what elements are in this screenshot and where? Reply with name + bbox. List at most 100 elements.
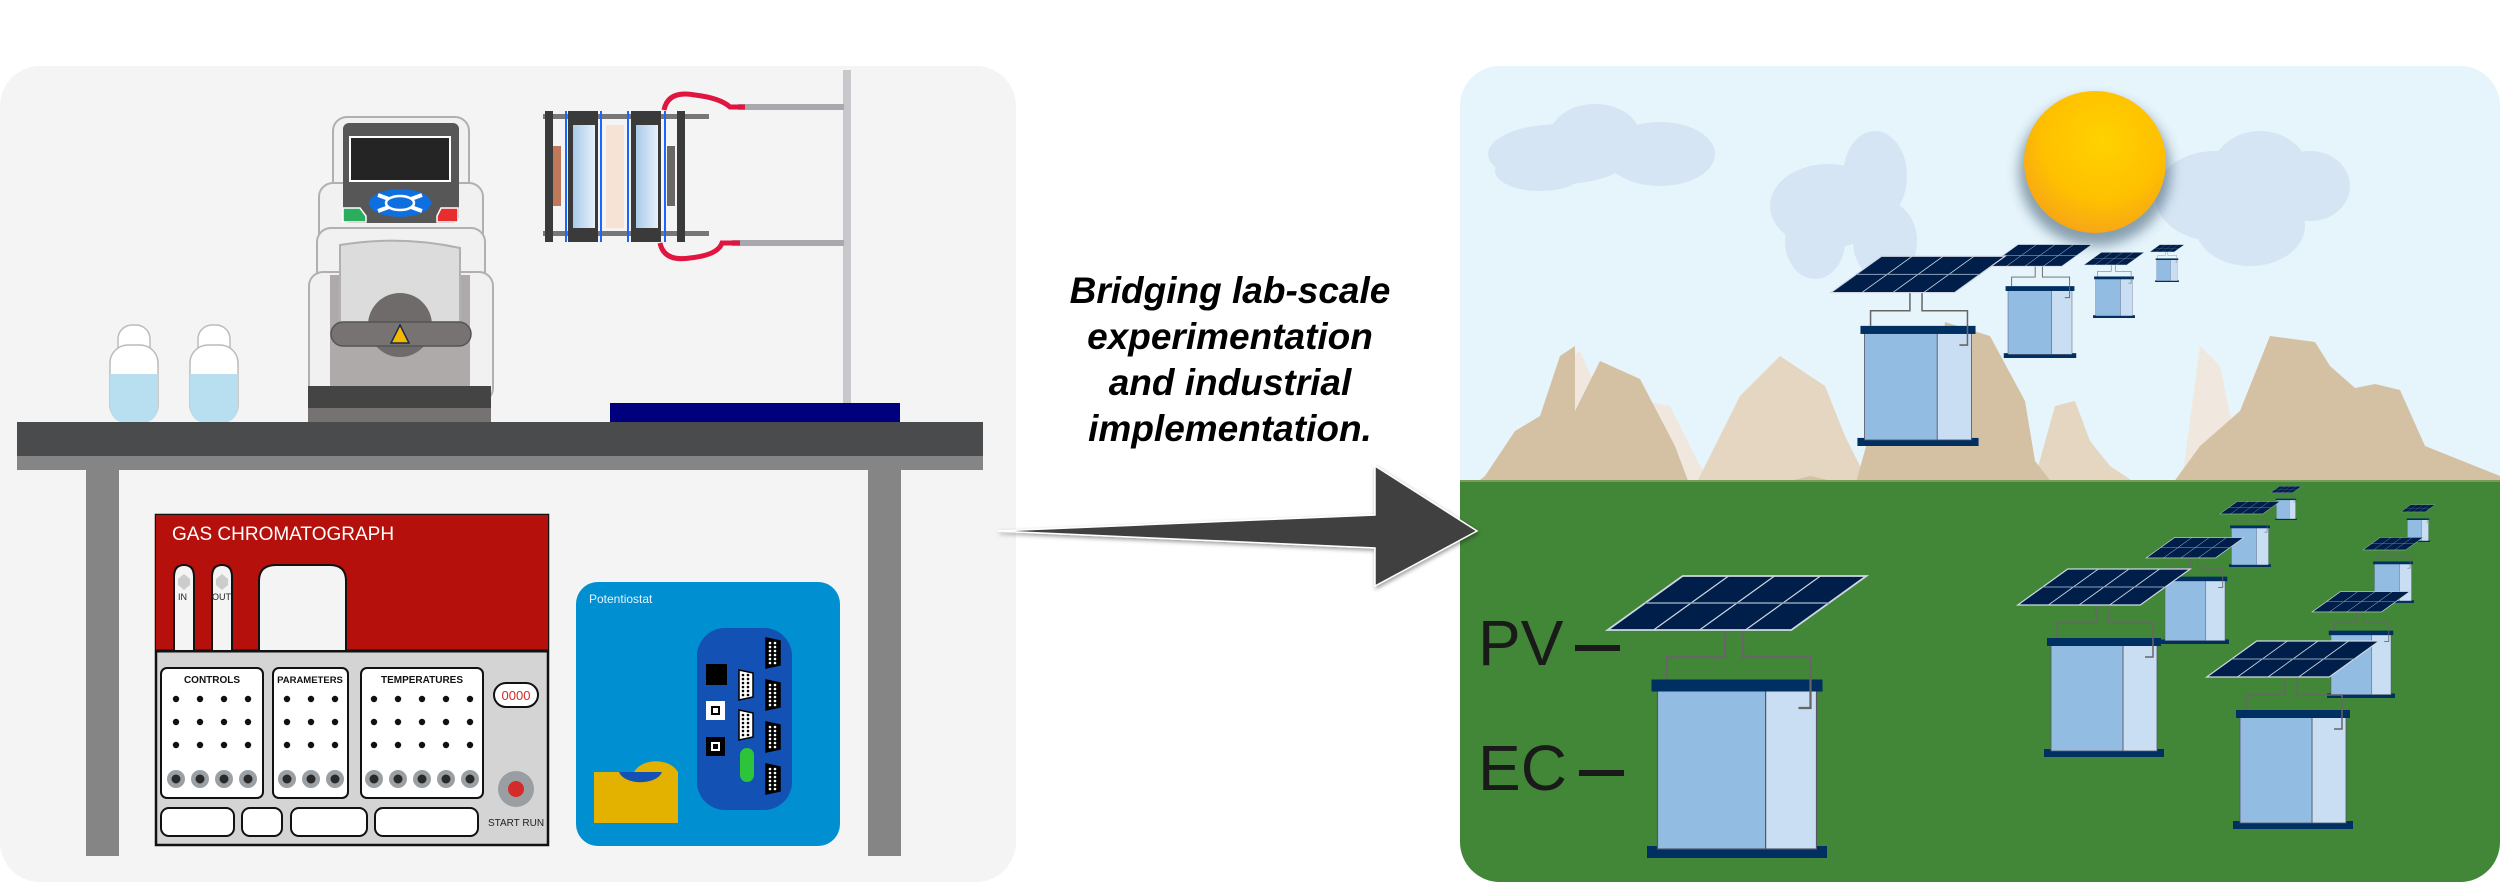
potentiostat-title: Potentiostat (589, 592, 653, 606)
indicator-dot (418, 741, 426, 749)
gc-counter-value: 0000 (502, 688, 531, 703)
pv-label: PV (1478, 606, 1621, 680)
indicator-dot (370, 695, 378, 703)
indicator-dot (331, 741, 339, 749)
ec-lid (2373, 561, 2413, 565)
solar-panel-icon (2311, 591, 2411, 613)
cloud (1770, 131, 1917, 281)
anode-plate (553, 146, 561, 206)
indicator-dot (442, 695, 450, 703)
svg-text:IN: IN (178, 592, 187, 602)
solar-panel-icon (2204, 640, 2382, 678)
solar-panel-icon (2270, 486, 2302, 493)
db-connector-icon (738, 669, 754, 701)
ec-lid (2005, 286, 2075, 291)
solar-panel-icon (2015, 568, 2193, 606)
solar-panel-icon (2145, 537, 2245, 559)
indicator-dot (244, 718, 252, 726)
indicator-dot (307, 741, 315, 749)
pump-display (349, 136, 451, 182)
ec-lid (2328, 630, 2394, 636)
indicator-dot (466, 718, 474, 726)
indicator-dot (244, 741, 252, 749)
start-run-label: START RUN (488, 818, 544, 829)
indicator-dot (172, 695, 180, 703)
indicator-dot (196, 695, 204, 703)
port-in: IN (173, 563, 195, 652)
gc-counter-display (493, 682, 539, 708)
cathode-plate (667, 146, 675, 206)
ec-lid (1860, 325, 1976, 334)
pv-pointer (1575, 645, 1621, 652)
cloud (2155, 131, 2350, 266)
db-connector-icon (765, 679, 781, 711)
gc-parameters-section: PARAMETERS (272, 667, 349, 799)
pv-ec-unit (1604, 575, 1870, 858)
indicator-dot (307, 718, 315, 726)
solar-panel-icon (2400, 504, 2436, 513)
solar-panel-icon (2362, 537, 2424, 551)
pump-start-button (342, 207, 367, 223)
pv-ec-unit (1829, 255, 2007, 446)
indicator-dot (394, 741, 402, 749)
indicator-dot (220, 741, 228, 749)
industrial-scale-panel: PV EC (1460, 66, 2500, 882)
membrane (606, 125, 624, 228)
bottle (189, 324, 239, 424)
caption-line: Bridging lab-scale (1069, 270, 1391, 311)
clamp-bottom (657, 240, 740, 262)
bottle (109, 324, 159, 424)
gc-controls-section: CONTROLS (160, 667, 264, 799)
svg-text:CONTROLS: CONTROLS (184, 675, 240, 686)
indicator-dot (466, 741, 474, 749)
port-out: OUT (211, 563, 233, 652)
solar-panel-icon (1604, 575, 1870, 631)
indicator-dot (466, 695, 474, 703)
indicator-dot (370, 741, 378, 749)
ec-lid (2094, 276, 2134, 280)
indicator-dot (331, 695, 339, 703)
pv-ec-unit (2145, 537, 2245, 644)
lab-illustration (17, 70, 983, 856)
gc-temperatures-section: TEMPERATURES (360, 667, 484, 799)
potentiostat: Potentiostat (576, 582, 840, 846)
indicator-dot (418, 718, 426, 726)
mountain-far (1690, 356, 1880, 496)
ec-lid (2162, 576, 2228, 582)
db-connector-icon (765, 763, 781, 795)
pv-ec-unit (2270, 486, 2302, 520)
db-connector-icon (738, 709, 754, 741)
pump-stop-button (436, 207, 459, 223)
indicator-dot (394, 718, 402, 726)
caption-line: implementation. (1088, 408, 1372, 449)
reagent-bottles (109, 324, 239, 424)
pv-ec-unit (2219, 501, 2281, 567)
ec-lid (2155, 258, 2179, 261)
indicator-dot (196, 718, 204, 726)
ring-stand (610, 70, 900, 423)
ec-lid (2406, 518, 2430, 521)
injector-door (258, 564, 347, 652)
port-square (706, 664, 727, 685)
ec-lid (2047, 638, 2161, 646)
ec-lid (2275, 498, 2297, 501)
indicator-dot (172, 741, 180, 749)
indicator-dot (283, 741, 291, 749)
indicator-dot (418, 695, 426, 703)
indicator-dot (220, 695, 228, 703)
warning-icon (389, 323, 411, 344)
indicator-dot (370, 718, 378, 726)
gc-slot (241, 807, 283, 837)
flow-cell (543, 91, 745, 262)
gc-title: GAS CHROMATOGRAPH (172, 524, 394, 545)
gc-slot (290, 807, 368, 837)
indicator-dot (331, 718, 339, 726)
pv-ec-unit (2015, 568, 2193, 757)
indicator-dot (283, 718, 291, 726)
ec-pointer (1578, 770, 1624, 777)
cloud (1488, 104, 1715, 191)
db-connector-icon (765, 637, 781, 669)
solar-panel-icon (2083, 252, 2145, 266)
sun (2024, 91, 2166, 233)
